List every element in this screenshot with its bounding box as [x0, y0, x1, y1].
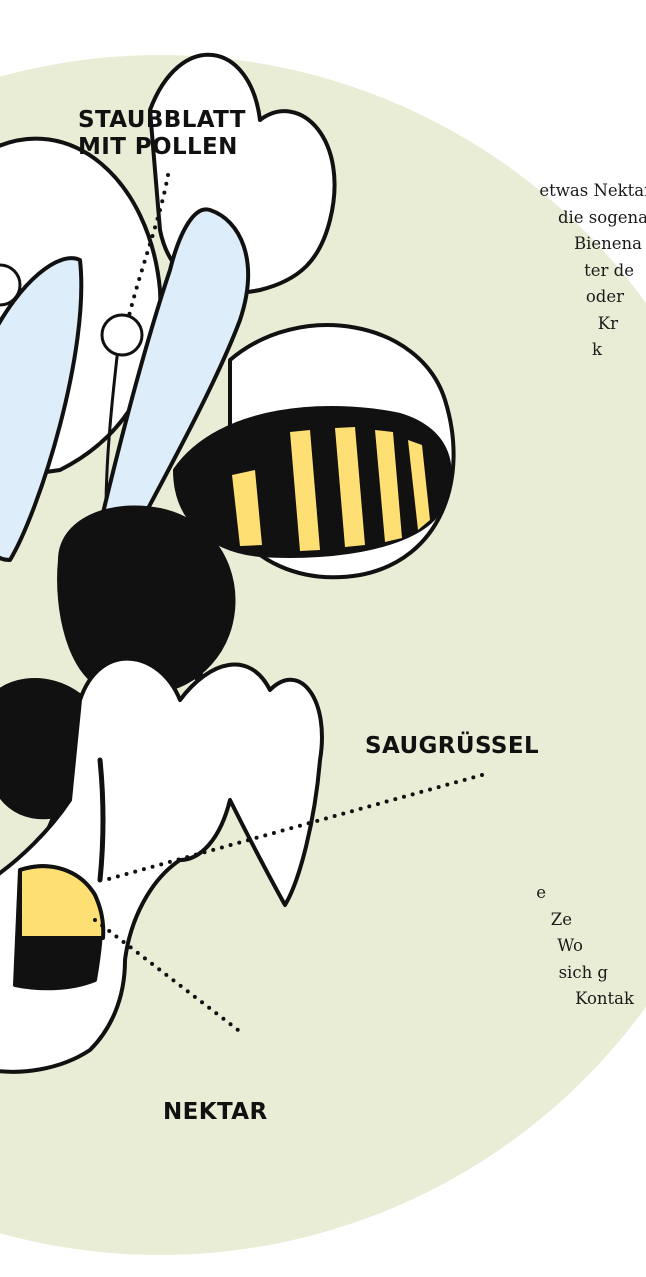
stamen-label-line-2: MIT POLLEN: [78, 134, 246, 161]
prose-top-line: etwas Nektar: [539, 178, 646, 205]
prose-bottom-line: Wo: [536, 933, 583, 960]
proboscis-label: SAUGRÜSSEL: [365, 733, 539, 760]
prose-top-line: die sogena: [539, 205, 646, 232]
prose-top-line: ter de: [539, 258, 634, 285]
prose-bottom-line: Kontak: [536, 986, 634, 1013]
prose-bottom-line: Ze: [536, 907, 572, 934]
body-text-top: etwas Nektar die sogena Bienena ter de o…: [539, 178, 646, 364]
prose-top-line: k: [539, 337, 602, 364]
body-text-bottom: e Ze Wo sich g Kontak: [536, 880, 646, 1013]
prose-bottom-line: sich g: [536, 960, 608, 987]
prose-top-line: oder: [539, 284, 624, 311]
prose-bottom-line: e: [536, 880, 546, 907]
nectar-label: NEKTAR: [163, 1099, 268, 1126]
pollen-circle-a: [102, 315, 142, 355]
prose-top-line: Bienena: [539, 231, 642, 258]
stamen-label: STAUBBLATT MIT POLLEN: [78, 107, 246, 161]
prose-top-line: Kr: [539, 311, 618, 338]
stamen-label-line-1: STAUBBLATT: [78, 107, 246, 134]
